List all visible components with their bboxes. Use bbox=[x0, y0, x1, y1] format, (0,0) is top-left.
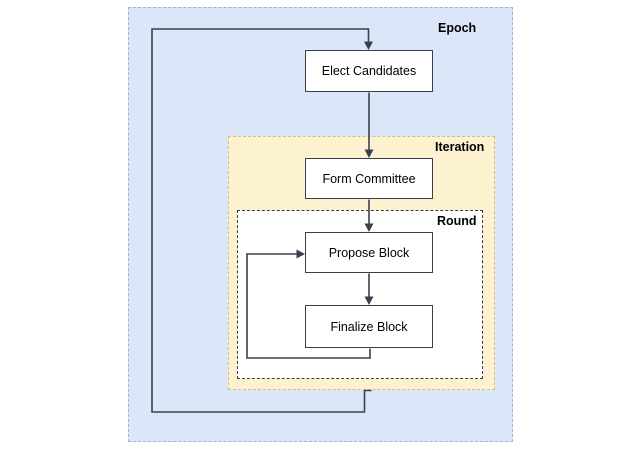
iteration-label: Iteration bbox=[435, 140, 485, 154]
node-elect-candidates-label: Elect Candidates bbox=[321, 64, 417, 78]
epoch-label: Epoch bbox=[438, 21, 477, 35]
node-finalize-block: Finalize Block bbox=[305, 305, 433, 348]
round-label: Round bbox=[437, 214, 477, 228]
node-elect-candidates: Elect Candidates bbox=[305, 50, 433, 92]
node-propose-block: Propose Block bbox=[305, 232, 433, 273]
node-form-committee: Form Committee bbox=[305, 158, 433, 199]
node-propose-block-label: Propose Block bbox=[328, 245, 410, 260]
node-finalize-block-label: Finalize Block bbox=[330, 319, 408, 334]
node-form-committee-label: Form Committee bbox=[322, 171, 416, 186]
